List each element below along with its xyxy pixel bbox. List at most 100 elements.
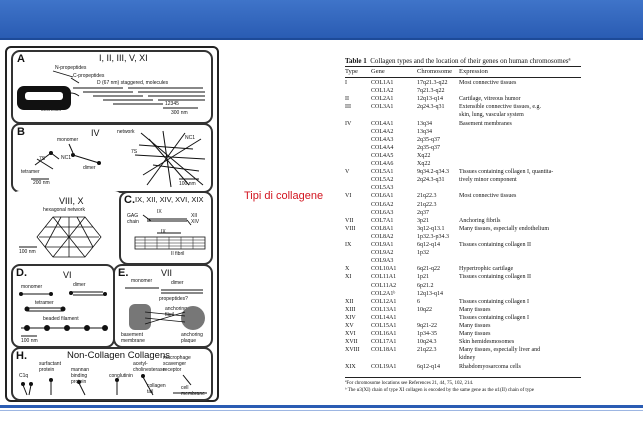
gene-cell: COL14A1 <box>371 314 397 321</box>
type-cell: XIII <box>345 306 356 313</box>
chromosome-cell: 6p21.2 <box>417 282 434 289</box>
expression-cell: Tissues containing collagen II <box>459 242 531 248</box>
dimer-label: dimer <box>83 165 96 171</box>
d-tetramer-label: tetramer <box>35 300 54 306</box>
panel-e-title: VII <box>161 268 173 278</box>
table-row: COL11A2 6p21.2 <box>345 283 585 292</box>
7s-label: 7S <box>39 156 46 162</box>
gene-cell: COL9A2 <box>371 250 394 257</box>
scale-100nm-b: 100 nm <box>179 181 196 187</box>
chromosome-cell: 3p21 <box>417 217 429 224</box>
type-cell: XIV <box>345 314 356 321</box>
expression-cell: Tissues containing collagen I <box>459 298 529 305</box>
beaded-filament-diagram <box>19 291 108 337</box>
type-iv-network-diagram <box>31 130 206 188</box>
hexagonal-network-label: hexagonal network <box>43 207 85 213</box>
type-cell: IX <box>345 242 352 248</box>
table-row: COL5A3 <box>345 185 585 194</box>
scale-100nm-viii: 100 nm <box>19 249 36 255</box>
chromosome-cell: 2q35-q37 <box>417 144 440 151</box>
type-cell: XVI <box>345 331 356 338</box>
slide-header-bar <box>0 0 643 40</box>
chromosome-cell: 1p32.3-p34.3 <box>417 233 449 240</box>
chromosome-cell: 6q21-q22 <box>417 266 440 273</box>
collagen-tail-label: collagen tail <box>147 383 166 395</box>
expression-cell: Rhabdomyosarcoma cells <box>459 363 521 370</box>
chromosome-cell: 12q13-q14 <box>417 96 443 103</box>
panel-h-label: H. <box>16 350 27 362</box>
nc1-label: NC1 <box>61 155 72 161</box>
type-cell: XV <box>345 323 354 329</box>
gene-cell: COL17A1 <box>371 339 397 346</box>
expression-cell: Most connective tissues <box>459 193 517 200</box>
expression-cell: Most connective tissues <box>459 80 517 86</box>
scale-200nm: 200 nm <box>33 180 50 186</box>
chromosome-cell: 10q24.3 <box>417 339 437 346</box>
c1q-label: C1q <box>19 373 29 379</box>
gene-cell: COL19A1 <box>371 363 397 370</box>
panel-h: H. Non-Collagen Collagens macrophage sca… <box>11 347 213 401</box>
chromosome-cell: 6 <box>417 298 420 305</box>
chromosome-cell: 3q12-q13.1 <box>417 225 445 232</box>
type-cell: III <box>345 104 351 111</box>
header-gene: Gene <box>371 68 385 75</box>
panel-viii-title: VIII, X <box>59 196 84 206</box>
gene-cell: COL1A1 <box>371 80 394 86</box>
gene-cell: COL1A2 <box>371 88 394 95</box>
chromosome-cell: 7q21.3-q22 <box>417 88 445 95</box>
panel-e: E. VII monomer dimer propeptides? anchor… <box>113 264 213 348</box>
panel-d-title: VI <box>63 270 72 280</box>
anchoring-fibril-diagram <box>125 287 205 330</box>
chromosome-cell: 6q12-q14 <box>417 363 440 370</box>
chromosome-cell: 21q22.3 <box>417 201 437 208</box>
ix-label-top: IX <box>157 209 162 215</box>
surfactant-protein-label: surfactant protein <box>39 361 61 373</box>
chromosome-cell: 9q34.2-q34.3 <box>417 169 449 176</box>
gene-cell: COL11A2 <box>371 282 397 289</box>
type-cell: XIX <box>345 363 356 370</box>
type-cell: II <box>345 96 349 103</box>
tetramer-label: tetramer <box>21 169 40 175</box>
gene-cell: COL6A1 <box>371 193 394 200</box>
scale-300nm: 300 nm <box>171 110 188 116</box>
table-row: COL9A3 <box>345 258 585 267</box>
gene-cell: COL4A2 <box>371 128 394 135</box>
type-cell: VII <box>345 217 354 224</box>
panel-b-label: B <box>17 126 25 138</box>
anchoring-fibril-label: anchoring fibril <box>165 306 187 318</box>
expression-cell: tively minor component <box>459 177 517 184</box>
basement-membrane-label: basement membrane <box>121 332 145 344</box>
d-monomer-label: monomer <box>21 284 43 290</box>
chromosome-cell: 13q34 <box>417 128 432 135</box>
ix-label-bottom: IX <box>161 229 166 235</box>
expression-cell: kidney <box>459 355 476 362</box>
slide-footer-line <box>0 410 643 411</box>
panel-a-title: I, II, III, V, XI <box>99 53 148 63</box>
segment-numbers: 12345 <box>165 101 179 107</box>
table-caption: Table 1 Collagen types and the location … <box>345 57 570 65</box>
chromosome-cell: 2q24.3-q31 <box>417 104 445 111</box>
network-label: network <box>117 129 135 135</box>
table-footnote-b: ᵇ The α3(XI) chain of type XI collagen i… <box>345 388 534 393</box>
gene-cell: COL16A1 <box>371 331 397 338</box>
expression-cell: Anchoring fibrils <box>459 217 501 224</box>
header-expression: Expression <box>459 68 488 75</box>
gene-cell: COL10A1 <box>371 266 397 273</box>
gene-cell: COL9A1 <box>371 242 394 248</box>
anchoring-plaque-label: anchoring plaque <box>181 332 203 344</box>
propeptides-label: propeptides? <box>159 296 188 302</box>
